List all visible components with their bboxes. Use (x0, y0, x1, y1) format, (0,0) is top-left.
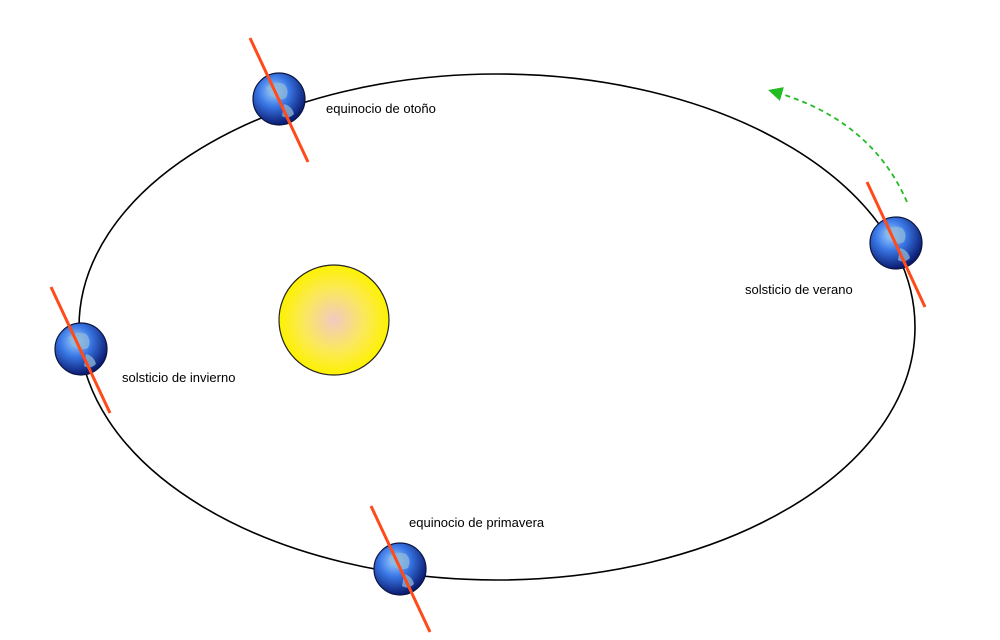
earth-axis (865, 181, 927, 308)
orbit-direction-arrow (768, 87, 908, 203)
earth-landmass (266, 82, 294, 118)
label-autumn-equinox: equinocio de otoño (326, 101, 436, 116)
label-spring-equinox: equinocio de primavera (409, 515, 545, 530)
label-winter-solstice: solsticio de invierno (122, 370, 235, 385)
earth-axis (248, 37, 310, 163)
sun-icon (278, 264, 390, 376)
label-summer-solstice: solsticio de verano (745, 282, 853, 297)
orbit-ellipse (78, 73, 916, 581)
earth-autumn-equinox (248, 37, 310, 163)
earth-axis (369, 505, 432, 633)
earth-landmass (388, 552, 414, 588)
earth-winter-solstice (49, 286, 112, 414)
earth-axis (49, 286, 112, 414)
earth-summer-solstice (865, 181, 927, 308)
earth-spring-equinox (369, 505, 432, 633)
